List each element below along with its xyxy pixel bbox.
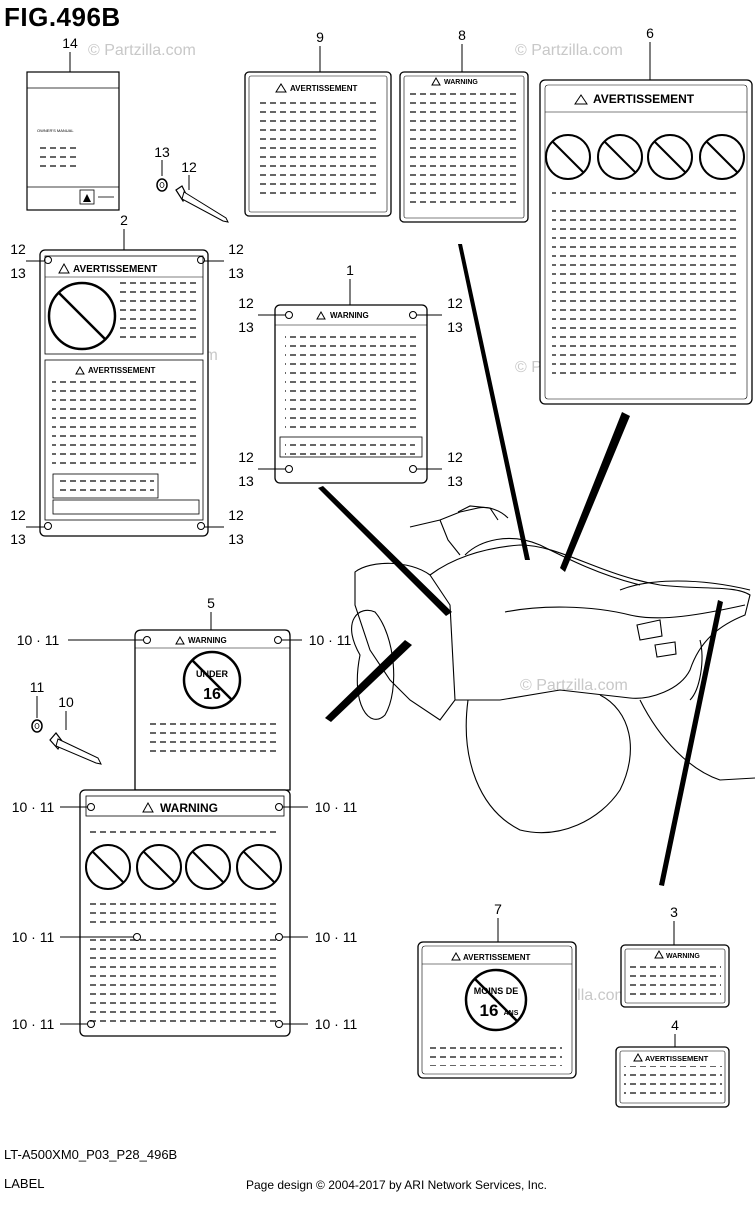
label-5-sixteen: 16 [203, 686, 221, 703]
callout-14: 14 [62, 35, 78, 51]
part-2-label[interactable]: 2 AVERTISSEMENT AVERTISSEMENT [39, 212, 209, 537]
part-7-label[interactable]: 7 AVERTISSEMENT MOINS DE 16 ANS [417, 901, 577, 1079]
callout-13: 13 [447, 319, 463, 335]
callouts-5: 10 · 11 10 · 11 10 · 11 10 · 11 10 · 11 … [12, 632, 358, 1032]
part-12-rivet[interactable]: 12 [175, 159, 229, 223]
watermark-text: © Partzilla.com [515, 42, 623, 59]
callout-12: 12 [10, 241, 26, 257]
callout-10-11: 10 · 11 [12, 929, 55, 945]
callout-13: 13 [228, 531, 244, 547]
callout-11: 11 [30, 679, 45, 695]
part-8-label[interactable]: 8 WARNING [399, 27, 529, 223]
callout-2: 2 [120, 212, 128, 228]
callout-10-11: 10 · 11 [309, 632, 352, 648]
callout-3: 3 [670, 904, 678, 920]
label-3-heading: WARNING [666, 953, 700, 960]
callout-10-11: 10 · 11 [315, 929, 358, 945]
label-7-heading: AVERTISSEMENT [463, 953, 531, 962]
label-2-heading: AVERTISSEMENT [73, 264, 157, 275]
part-14-owners-manual[interactable]: 14 OWNER'S MANUAL [26, 35, 120, 211]
label-6-heading: AVERTISSEMENT [593, 92, 695, 106]
label-7-moins-de: MOINS DE [474, 986, 519, 996]
callout-9: 9 [316, 29, 324, 45]
callout-13: 13 [238, 319, 254, 335]
callout-7: 7 [494, 901, 502, 917]
label-5-heading: WARNING [188, 636, 227, 645]
callout-13: 13 [154, 144, 170, 160]
part-5-lower-label[interactable]: WARNING [79, 789, 291, 1037]
callout-10-11: 10 · 11 [12, 799, 55, 815]
pointer-wedges [318, 244, 723, 886]
figure-title: FIG.496B [4, 2, 121, 32]
callout-10: 10 [58, 694, 74, 710]
part-3-label[interactable]: 3 WARNING [620, 904, 730, 1008]
callout-5: 5 [207, 595, 215, 611]
part-10-rivet[interactable]: 10 [49, 694, 102, 765]
label-7-sixteen: 16 [480, 1001, 499, 1020]
manual-title: OWNER'S MANUAL [37, 128, 74, 133]
callout-13: 13 [228, 265, 244, 281]
callout-12: 12 [228, 507, 244, 523]
callout-12: 12 [10, 507, 26, 523]
label-4-heading: AVERTISSEMENT [645, 1054, 709, 1063]
label-5-lower-heading: WARNING [160, 801, 218, 815]
copyright-credit: Page design © 2004-2017 by ARI Network S… [246, 1178, 548, 1192]
part-11-washer[interactable]: 11 [30, 679, 45, 733]
label-2-subheading: AVERTISSEMENT [88, 366, 156, 375]
part-9-label[interactable]: 9 AVERTISSEMENT [244, 29, 392, 217]
callout-12: 12 [447, 449, 463, 465]
callout-13: 13 [447, 473, 463, 489]
label-1-heading: WARNING [330, 311, 369, 320]
callout-12: 12 [238, 295, 254, 311]
watermark-text: © Partzilla.com [520, 677, 628, 694]
part-13-washer[interactable]: 13 [154, 144, 170, 192]
callouts-1: 12 13 12 13 12 13 12 13 [238, 295, 463, 489]
label-7-ans: ANS [504, 1010, 519, 1017]
label-5-under: UNDER [196, 669, 229, 679]
callout-12: 12 [238, 449, 254, 465]
callout-12: 12 [447, 295, 463, 311]
watermark-text: © Partzilla.com [88, 42, 196, 59]
callout-13: 13 [10, 265, 26, 281]
callout-10-11: 10 · 11 [12, 1016, 55, 1032]
part-5-label[interactable]: 5 WARNING UNDER 16 [134, 595, 291, 791]
figure-code: LT-A500XM0_P03_P28_496B [4, 1147, 178, 1162]
callout-12: 12 [181, 159, 197, 175]
figure-label: LABEL [4, 1176, 45, 1191]
callout-1: 1 [346, 262, 354, 278]
callout-6: 6 [646, 25, 654, 41]
callout-13: 13 [238, 473, 254, 489]
part-1-label[interactable]: 1 WARNING [274, 262, 428, 484]
callout-13: 13 [10, 531, 26, 547]
atv-outline [351, 505, 755, 834]
callout-12: 12 [228, 241, 244, 257]
part-6-label[interactable]: 6 AVERTISSEMENT [539, 25, 753, 405]
callout-10-11: 10 · 11 [315, 799, 358, 815]
part-4-label[interactable]: 4 AVERTISSEMENT [615, 1017, 730, 1108]
callout-8: 8 [458, 27, 466, 43]
callout-4: 4 [671, 1017, 679, 1033]
label-9-heading: AVERTISSEMENT [290, 84, 358, 93]
callouts-2: 12 13 12 13 12 13 12 13 [10, 241, 244, 547]
label-8-heading: WARNING [444, 79, 478, 86]
callout-10-11: 10 · 11 [315, 1016, 358, 1032]
callout-10-11: 10 · 11 [17, 632, 60, 648]
